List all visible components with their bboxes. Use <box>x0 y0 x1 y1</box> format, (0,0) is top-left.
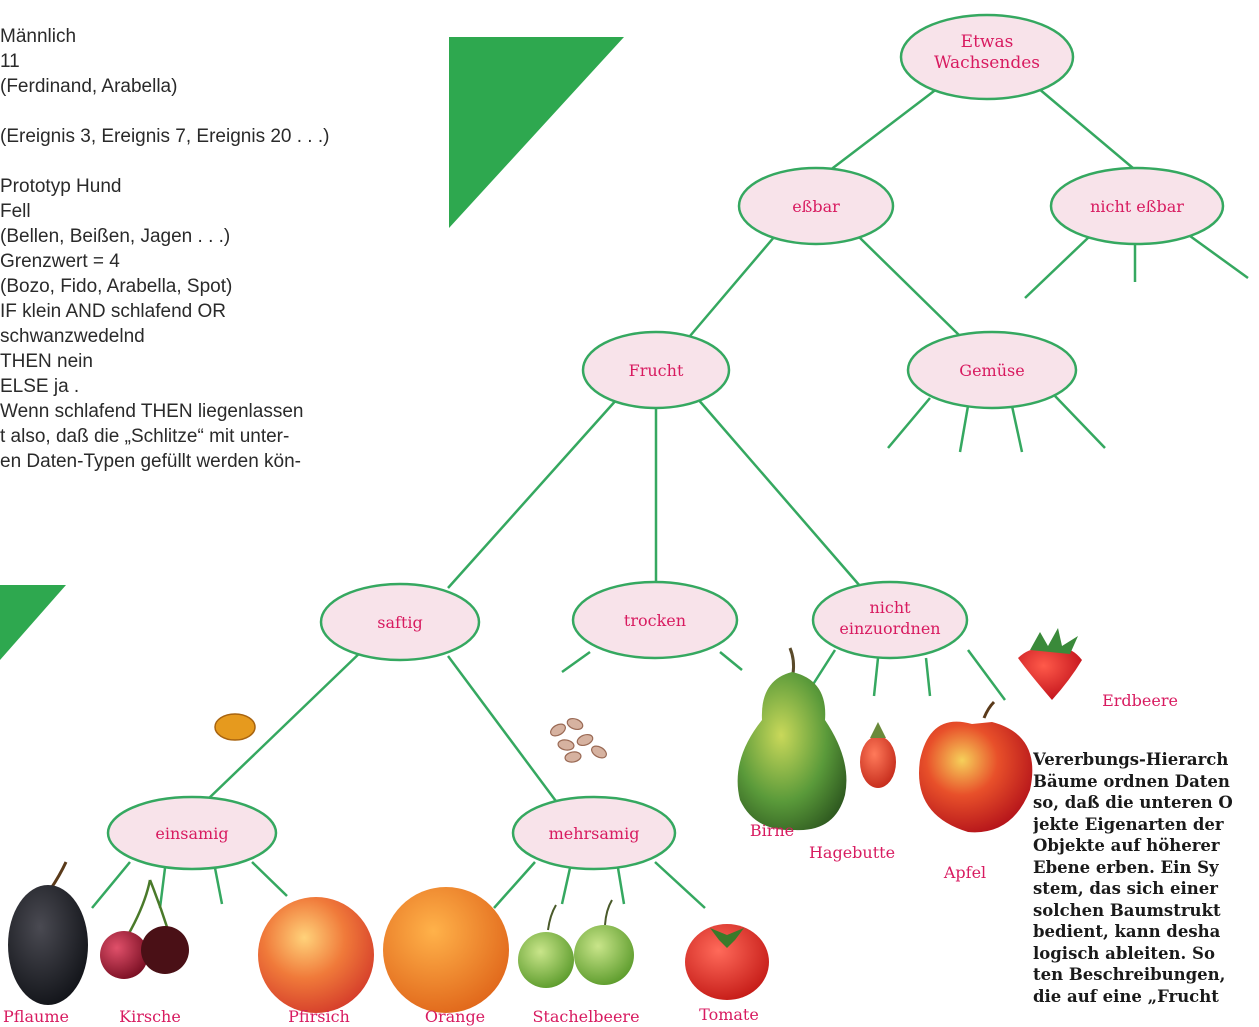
slot-text-line: THEN nein <box>0 351 93 372</box>
tree-node-nicht-einzuordnen: nicht einzuordnen <box>811 580 969 660</box>
tree-node-mehrsamig: mehrsamig <box>511 795 677 871</box>
tree-node-einsamig: einsamig <box>106 795 278 871</box>
caption-text-line: jekte Eigenarten der <box>1033 814 1224 834</box>
tree-node-gemuese: Gemüse <box>906 330 1078 410</box>
gooseberry-illustration <box>518 899 634 988</box>
fruit-label-tomate: Tomate <box>699 1005 759 1024</box>
slot-text-line: Wenn schlafend THEN liegenlassen <box>0 401 304 422</box>
tree-node-frucht: Frucht <box>581 330 731 410</box>
single-seed-illustration <box>214 713 256 741</box>
pear-illustration <box>737 647 847 831</box>
orange-illustration <box>383 887 509 1013</box>
node-label-einzuordnen: einzuordnen <box>839 619 940 638</box>
node-label-trocken: trocken <box>624 611 686 630</box>
caption-text-line: die auf eine „Frucht <box>1033 986 1219 1006</box>
fruit-label-orange: Orange <box>425 1007 485 1026</box>
caption-text-line: Objekte auf höherer <box>1033 836 1220 855</box>
slot-text-line: ELSE ja . <box>0 376 80 397</box>
tree-node-essbar: eßbar <box>737 166 895 246</box>
caption-text-line: Vererbungs-Hierarch <box>1033 750 1229 769</box>
caption-text-line: solchen Baumstrukt <box>1033 900 1221 920</box>
fruit-label-pfirsich: Pfirsich <box>288 1007 350 1026</box>
green-triangle-top <box>449 37 624 228</box>
tree-edges <box>91 87 1249 909</box>
slot-text-line: 11 <box>0 51 20 72</box>
cherry-illustration <box>100 879 189 979</box>
caption-text-line: Bäume ordnen Daten <box>1033 771 1230 791</box>
slot-text-line: IF klein AND schlafend OR <box>0 301 226 322</box>
fruit-label-apfel: Apfel <box>943 863 986 882</box>
multiple-seeds-illustration <box>550 717 607 763</box>
tree-node-nicht-essbar: nicht eßbar <box>1049 166 1225 246</box>
node-label-nicht: nicht <box>869 598 911 617</box>
fruit-label-stachelbeere: Stachelbeere <box>532 1007 639 1026</box>
caption-text-line: logisch ableiten. So <box>1033 943 1215 963</box>
node-label-etwas: Etwas <box>961 32 1014 52</box>
caption-text-line: ten Beschreibungen, <box>1033 965 1226 984</box>
fruit-label-erdbeere: Erdbeere <box>1102 691 1178 710</box>
node-label-gemuese: Gemüse <box>959 361 1024 380</box>
slot-text-line: (Bellen, Beißen, Jagen . . .) <box>0 226 231 247</box>
slot-text-line: Fell <box>0 201 31 222</box>
green-triangle-bottom <box>0 585 66 660</box>
tomato-illustration <box>685 924 769 1000</box>
strawberry-illustration <box>1018 628 1082 700</box>
caption-text-line: so, daß die unteren O <box>1033 793 1233 812</box>
slot-text-line: Grenzwert = 4 <box>0 251 120 272</box>
slot-text-line: (Bozo, Fido, Arabella, Spot) <box>0 276 233 297</box>
slot-text-line: t also, daß die „Schlitze“ mit unter- <box>0 426 290 447</box>
node-label-wachsendes: Wachsendes <box>934 53 1040 73</box>
node-label-mehrsamig: mehrsamig <box>549 824 640 843</box>
caption-text-line: stem, das sich einer <box>1033 879 1218 898</box>
node-label-nicht-essbar: nicht eßbar <box>1090 197 1184 216</box>
caption-text-line: Ebene erben. Ein Sy <box>1033 857 1219 877</box>
plum-illustration <box>8 861 88 1005</box>
caption-text-line: bedient, kann desha <box>1033 922 1221 941</box>
frame-slot-values-text: Männlich 11 (Ferdinand, Arabella) (Ereigni… <box>0 24 420 474</box>
tree-node-trocken: trocken <box>571 580 739 660</box>
slot-text-line: Prototyp Hund <box>0 176 122 197</box>
rosehip-illustration <box>860 722 896 788</box>
slot-text-line: schwanzwedelnd <box>0 326 145 347</box>
fruit-label-hagebutte: Hagebutte <box>809 843 895 862</box>
slot-text-line: Männlich <box>0 26 77 47</box>
fruit-label-pflaume: Pflaume <box>3 1007 69 1026</box>
slot-text-line: (Ferdinand, Arabella) <box>0 76 178 97</box>
fruit-label-birne: Birne <box>750 821 794 840</box>
apple-illustration <box>919 700 1033 833</box>
tree-node-saftig: saftig <box>319 582 481 662</box>
node-label-essbar: eßbar <box>792 197 840 216</box>
slot-text-line: en Daten-Typen gefüllt werden kön- <box>0 451 302 472</box>
fruit-label-kirsche: Kirsche <box>119 1007 181 1026</box>
slot-text-line: (Ereignis 3, Ereignis 7, Ereignis 20 . .… <box>0 126 330 147</box>
node-label-saftig: saftig <box>377 613 422 632</box>
node-label-frucht: Frucht <box>629 361 684 380</box>
node-label-einsamig: einsamig <box>155 824 228 843</box>
peach-illustration <box>258 897 374 1013</box>
tree-node-etwas-wachsendes: Etwas Wachsendes <box>899 13 1075 101</box>
